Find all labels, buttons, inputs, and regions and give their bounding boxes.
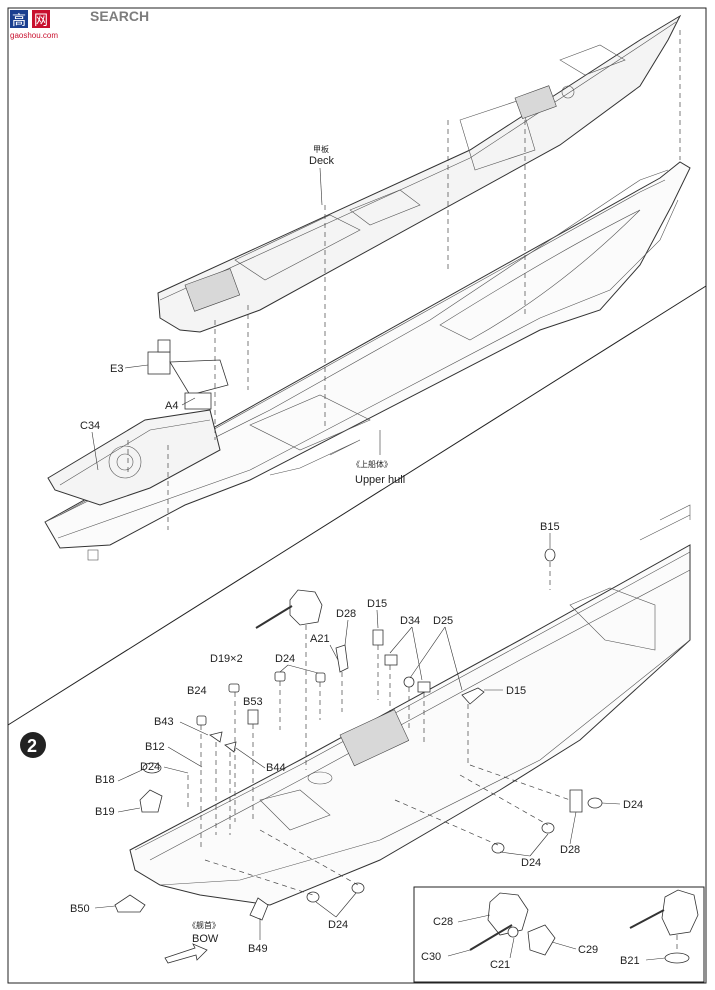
label-d34: D34 [400, 615, 420, 627]
watermark-site: gaoshou.com [10, 31, 58, 40]
label-b18: B18 [95, 774, 115, 786]
part-e3-label: E3 [110, 363, 123, 375]
label-d24-d: D24 [521, 857, 541, 869]
part-c34-label: C34 [80, 420, 100, 432]
part-a4-label: A4 [165, 400, 178, 412]
watermark-cn-2: 网 [34, 13, 48, 29]
inset-label-b21: B21 [620, 955, 640, 967]
label-d19x2: D19×2 [210, 653, 243, 665]
page-frame [7, 7, 707, 984]
label-d28-b: D28 [560, 844, 580, 856]
bow-label-cn: 《舰首》 [188, 920, 220, 930]
inset-label-c28: C28 [433, 916, 453, 928]
deck-label-cn: 甲板 [313, 144, 329, 154]
inset-leader-lines [447, 914, 666, 961]
step1-guide-lines [127, 30, 681, 530]
label-d15-b: D15 [506, 685, 526, 697]
watermark-cn-1: 高 [12, 12, 26, 29]
label-b43: B43 [154, 716, 174, 728]
label-b53: B53 [243, 696, 263, 708]
inset-box [413, 886, 705, 983]
label-d24-e: D24 [328, 919, 348, 931]
label-b15: B15 [540, 521, 560, 533]
step-number: 2 [27, 736, 37, 756]
label-b44: B44 [266, 762, 286, 774]
watermark-brand: SEARCH [90, 8, 149, 24]
inset-label-c29: C29 [578, 944, 598, 956]
small-parts-e3-a4 [147, 339, 229, 410]
label-b50: B50 [70, 903, 90, 915]
upper-hull-label-cn: 《上船体》 [352, 459, 392, 469]
forward-deck-plate [47, 409, 221, 506]
watermark-logo: 高 网 SEARCH gaoshou.com [10, 8, 149, 40]
turret-main [255, 589, 323, 770]
label-a21: A21 [310, 633, 330, 645]
forward-hull [129, 504, 691, 906]
step2-guide-lines [187, 562, 571, 896]
inset-turret-exploded [469, 892, 556, 956]
label-b49: B49 [248, 943, 268, 955]
deck-fittings [114, 548, 603, 921]
deck-part [157, 14, 682, 333]
label-d24-b: D24 [140, 761, 160, 773]
label-b19: B19 [95, 806, 115, 818]
label-d28-a: D28 [336, 608, 356, 620]
step-number-badge [20, 732, 46, 758]
label-d24-c: D24 [623, 799, 643, 811]
step-divider [7, 285, 707, 726]
label-b24: B24 [187, 685, 207, 697]
label-d25: D25 [433, 615, 453, 627]
label-d24-a: D24 [275, 653, 295, 665]
inset-label-c30: C30 [421, 951, 441, 963]
step2-leader-lines [94, 533, 621, 940]
deck-label-en: Deck [309, 155, 335, 167]
bow-label-en: BOW [192, 933, 219, 945]
label-d15-a: D15 [367, 598, 387, 610]
bow-arrow-icon [164, 943, 208, 964]
upper-hull-label-en: Upper hull [355, 474, 405, 486]
inset-label-c21: C21 [490, 959, 510, 971]
label-b12: B12 [145, 741, 165, 753]
